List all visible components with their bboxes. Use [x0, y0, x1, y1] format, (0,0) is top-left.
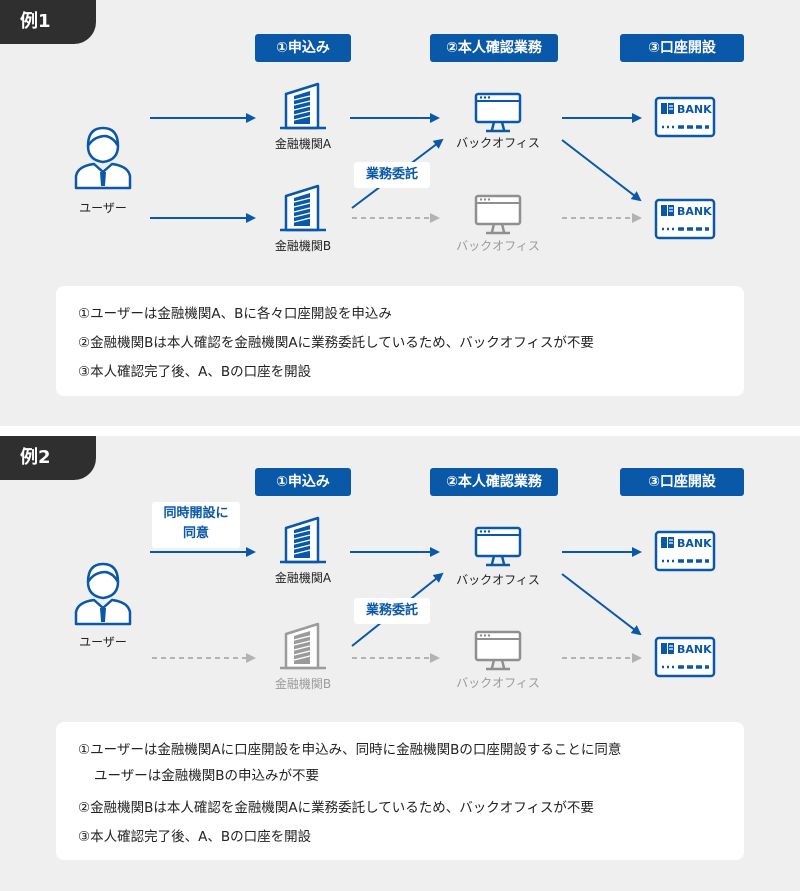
bank-card-icon: BANK	[654, 636, 716, 678]
building-icon	[280, 622, 326, 670]
note-line: ①ユーザーは金融機関Aに口座開設を申込み、同時に金融機関Bの口座開設することに同…	[78, 742, 622, 758]
bank-b-label: 金融機関B	[274, 239, 332, 253]
notes-box: ①ユーザーは金融機関Aに口座開設を申込み、同時に金融機関Bの口座開設することに同…	[56, 722, 744, 860]
bank-card-icon: BANK	[654, 198, 716, 240]
svg-text:BANK: BANK	[677, 643, 712, 656]
building-icon	[280, 516, 326, 564]
outsourcing-label: 業務委託	[354, 162, 430, 188]
example-1-tag: 例1	[0, 0, 96, 44]
outsourcing-label: 業務委託	[354, 598, 430, 624]
bank-b-label: 金融機関B	[274, 677, 332, 691]
arrow-backoffice-to-bank-b-account	[561, 139, 642, 202]
bank-card-icon: BANK	[654, 530, 716, 572]
bank-a-label: 金融機関A	[274, 571, 332, 585]
back-office-label: バックオフィス	[456, 573, 540, 587]
user-label: ユーザー	[79, 635, 127, 649]
svg-text:BANK: BANK	[677, 205, 712, 218]
step-open-header: ③口座開設	[620, 468, 744, 496]
note-line: ③本人確認完了後、A、Bの口座を開設	[78, 364, 312, 380]
monitor-icon	[474, 630, 522, 671]
step-apply-header: ①申込み	[255, 468, 351, 496]
step-verify-header: ②本人確認業務	[430, 34, 558, 62]
step-apply-header: ①申込み	[255, 34, 351, 62]
note-line: ユーザーは金融機関Bの申込みが不要	[94, 768, 319, 784]
note-line: ①ユーザーは金融機関A、Bに各々口座開設を申込み	[78, 306, 392, 322]
example-2-tag: 例2	[0, 436, 96, 480]
user-icon	[74, 126, 132, 190]
flow-arrows	[150, 113, 642, 223]
example-1-panel: 例1 ①申込み ②本人確認業務 ③口座開設 ユーザー 金融機関A	[0, 0, 800, 426]
consent-label: 同時開設に 同意	[152, 502, 240, 548]
bank-a-label: 金融機関A	[274, 137, 332, 151]
arrow-backoffice-to-bank-b-account	[561, 573, 642, 636]
building-icon	[280, 82, 326, 130]
svg-text:BANK: BANK	[677, 537, 712, 550]
notes-box: ①ユーザーは金融機関A、Bに各々口座開設を申込み ②金融機関Bは本人確認を金融機…	[56, 286, 744, 396]
example-2-panel: 例2 ①申込み ②本人確認業務 ③口座開設 同時開設に 同意 ユーザー	[0, 436, 800, 891]
user-label: ユーザー	[79, 201, 127, 215]
user-icon	[74, 562, 132, 626]
back-office-inactive-label: バックオフィス	[456, 676, 540, 690]
note-line: ③本人確認完了後、A、Bの口座を開設	[78, 829, 312, 845]
note-line: ②金融機関Bは本人確認を金融機関Aに業務委託しているため、バックオフィスが不要	[78, 800, 594, 816]
monitor-icon	[474, 526, 522, 567]
note-line: ②金融機関Bは本人確認を金融機関Aに業務委託しているため、バックオフィスが不要	[78, 335, 594, 351]
bank-card-icon: BANK	[654, 96, 716, 138]
building-icon	[280, 184, 326, 232]
consent-line-1: 同時開設に	[163, 506, 229, 521]
step-verify-header: ②本人確認業務	[430, 468, 558, 496]
monitor-icon	[474, 194, 522, 235]
back-office-inactive-label: バックオフィス	[456, 239, 540, 253]
consent-line-2: 同意	[182, 526, 209, 541]
step-open-header: ③口座開設	[620, 34, 744, 62]
back-office-label: バックオフィス	[456, 136, 540, 150]
svg-text:BANK: BANK	[677, 103, 712, 116]
monitor-icon	[474, 92, 522, 133]
